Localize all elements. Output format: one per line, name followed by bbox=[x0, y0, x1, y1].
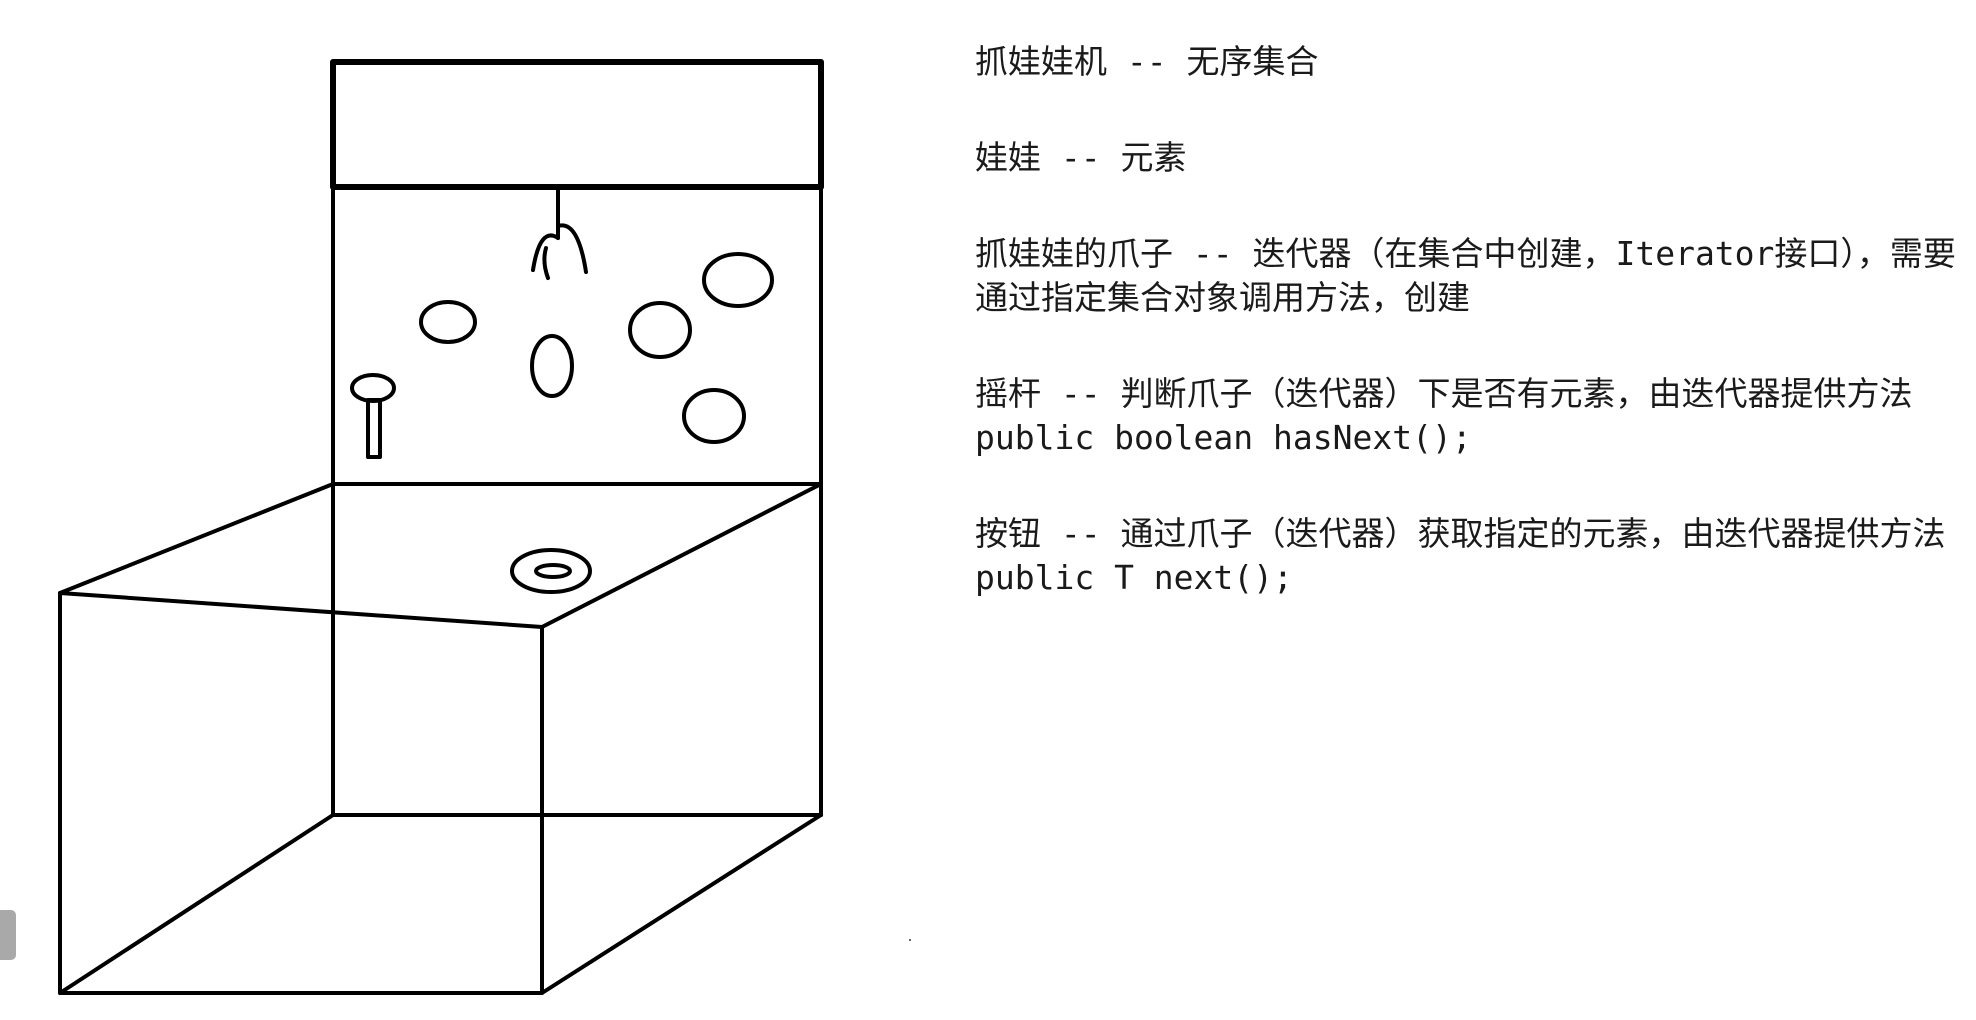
edge-tab bbox=[0, 910, 16, 960]
code-line: public boolean hasNext(); bbox=[975, 418, 1472, 457]
note-text: 娃娃 -- 元素 bbox=[975, 138, 1187, 177]
stray-dot bbox=[909, 939, 911, 941]
note-collection: 抓娃娃机 -- 无序集合 bbox=[975, 40, 1970, 84]
doll-balls bbox=[419, 252, 774, 444]
button-icon bbox=[510, 548, 592, 594]
doll-ball bbox=[628, 301, 692, 359]
note-text: 抓娃娃机 -- 无序集合 bbox=[975, 42, 1319, 81]
machine-base bbox=[58, 482, 823, 995]
note-text: 按钮 -- 通过爪子（迭代器）获取指定的元素，由迭代器提供方法 bbox=[975, 514, 1946, 553]
note-next: 按钮 -- 通过爪子（迭代器）获取指定的元素，由迭代器提供方法 public T… bbox=[975, 512, 1970, 600]
claw-icon bbox=[531, 188, 588, 280]
note-iterator: 抓娃娃的爪子 -- 迭代器（在集合中创建，Iterator接口），需要通过指定集… bbox=[975, 232, 1970, 320]
joystick-icon bbox=[350, 373, 396, 459]
doll-ball bbox=[419, 300, 477, 344]
note-text: 摇杆 -- 判断爪子（迭代器）下是否有元素，由迭代器提供方法 bbox=[975, 374, 1913, 413]
note-has-next: 摇杆 -- 判断爪子（迭代器）下是否有元素，由迭代器提供方法 public bo… bbox=[975, 372, 1970, 460]
note-text: 抓娃娃的爪子 -- 迭代器（在集合中创建，Iterator接口），需要通过指定集… bbox=[975, 234, 1956, 317]
doll-ball bbox=[702, 252, 774, 308]
doll-ball bbox=[530, 334, 574, 398]
claw-machine-sketch bbox=[58, 59, 824, 995]
machine-top-panel bbox=[330, 59, 824, 190]
doll-ball bbox=[682, 388, 746, 444]
note-element: 娃娃 -- 元素 bbox=[975, 136, 1970, 180]
notes-panel: 抓娃娃机 -- 无序集合 娃娃 -- 元素 抓娃娃的爪子 -- 迭代器（在集合中… bbox=[975, 40, 1970, 652]
code-line: public T next(); bbox=[975, 558, 1293, 597]
